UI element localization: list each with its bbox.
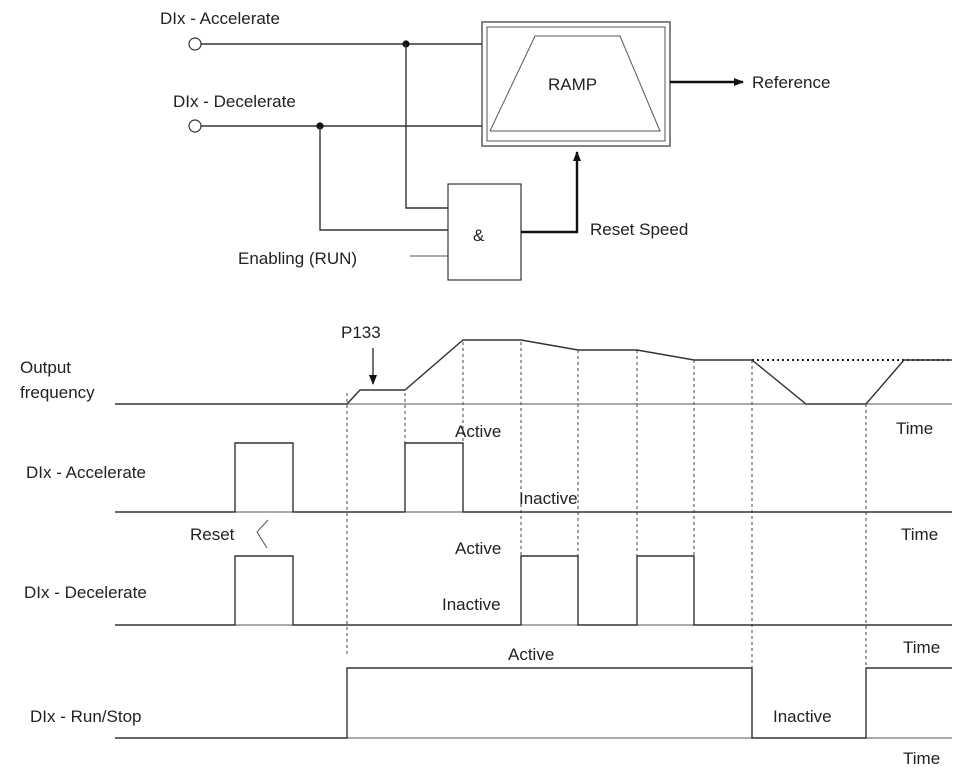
accelerate-to-and-wire [405, 44, 448, 209]
accelerate-input-label: DIx - Accelerate [160, 9, 280, 28]
output-frequency-label-line1: Output [20, 358, 71, 377]
run-active-label: Active [508, 645, 554, 664]
time-label-decelerate: Time [903, 638, 940, 657]
timing-diagram: Output frequency P133 Time DIx - Acceler… [20, 323, 952, 767]
enabling-input-label: Enabling (RUN) [238, 249, 357, 268]
time-label-run-stop: Time [903, 749, 940, 767]
output-frequency-after-stop [751, 359, 952, 405]
ramp-block [481, 21, 671, 147]
time-markers [346, 342, 867, 668]
ramp-inner-frame [486, 26, 666, 142]
decelerate-inactive-label: Inactive [442, 595, 501, 614]
run-inactive-label: Inactive [773, 707, 832, 726]
decelerate-input-label: DIx - Decelerate [173, 92, 296, 111]
time-label-frequency: Time [896, 419, 933, 438]
output-frequency-label-line2: frequency [20, 383, 95, 402]
reset-indicator-icon [256, 519, 269, 549]
reset-speed-label: Reset Speed [590, 220, 688, 239]
decelerate-trace [115, 555, 952, 626]
run-stop-trace [115, 667, 952, 739]
accelerate-inactive-label: Inactive [519, 489, 578, 508]
reset-speed-arrow [521, 151, 581, 234]
p133-label: P133 [341, 323, 381, 342]
accelerate-input-terminal [188, 37, 202, 51]
time-label-accelerate: Time [901, 525, 938, 544]
output-frequency-trace [115, 339, 752, 405]
block-diagram: DIx - Accelerate DIx - Decelerate Enabli… [160, 9, 830, 281]
accelerate-active-label: Active [455, 422, 501, 441]
run-stop-trace-label: DIx - Run/Stop [30, 707, 142, 726]
decelerate-input-terminal [188, 119, 202, 133]
reset-label: Reset [190, 525, 235, 544]
accelerate-trace-label: DIx - Accelerate [26, 463, 146, 482]
and-gate-box [447, 183, 522, 281]
ramp-label: RAMP [548, 75, 597, 94]
ramp-trapezoid [489, 35, 661, 132]
decelerate-active-label: Active [455, 539, 501, 558]
accelerate-trace [115, 442, 952, 513]
and-gate-label: & [473, 226, 485, 245]
decelerate-trace-label: DIx - Decelerate [24, 583, 147, 602]
decelerate-to-and-wire [319, 126, 448, 231]
reference-label: Reference [752, 73, 830, 92]
